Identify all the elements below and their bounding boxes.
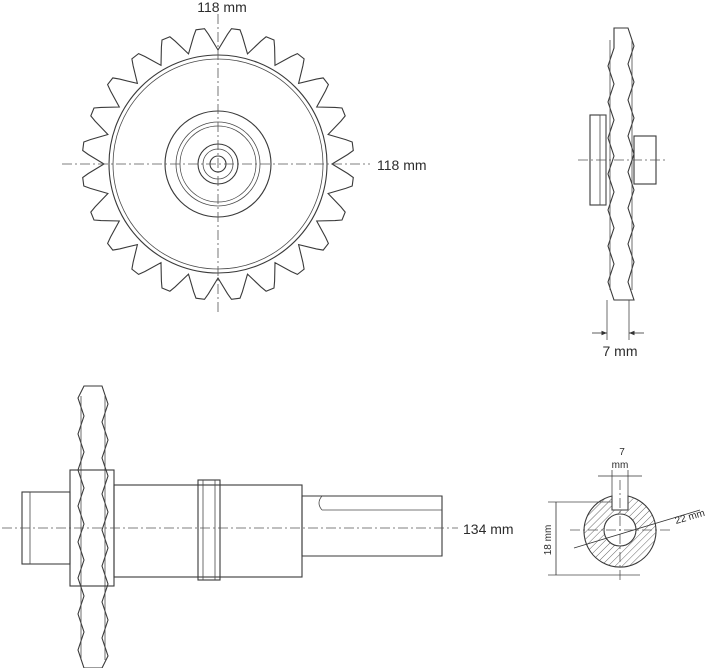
- shaft-cross-section: 7 mm 18 mm 22 mm: [543, 447, 706, 582]
- shaft-sprocket-profile: [77, 385, 109, 668]
- side-teeth-profile: [607, 27, 635, 301]
- section-key-label-value: 7: [619, 447, 625, 458]
- shaft-length-label: 134 mm: [463, 521, 514, 537]
- sprocket-front-view: 118 mm 118 mm: [62, 0, 427, 312]
- section-diameter-leader: [573, 509, 701, 549]
- section-hatched-area: [583, 495, 657, 568]
- shaft-keyed-end: [301, 495, 443, 557]
- section-diameter-label: 22 mm: [674, 508, 706, 527]
- front-height-label: 118 mm: [377, 157, 427, 173]
- shaft-body: [113, 484, 303, 578]
- section-height-label: 18 mm: [543, 525, 554, 556]
- side-thickness-label: 7 mm: [603, 343, 638, 359]
- shaft-collar: [197, 479, 221, 581]
- section-key-label-unit: mm: [612, 460, 629, 471]
- shaft-keyway-end: [318, 495, 323, 511]
- front-width-label: 118 mm: [197, 0, 247, 15]
- sprocket-teeth-outline: [82, 28, 354, 300]
- shaft-assembly-view: 134 mm: [2, 385, 514, 668]
- sprocket-side-view: 7 mm: [578, 27, 666, 359]
